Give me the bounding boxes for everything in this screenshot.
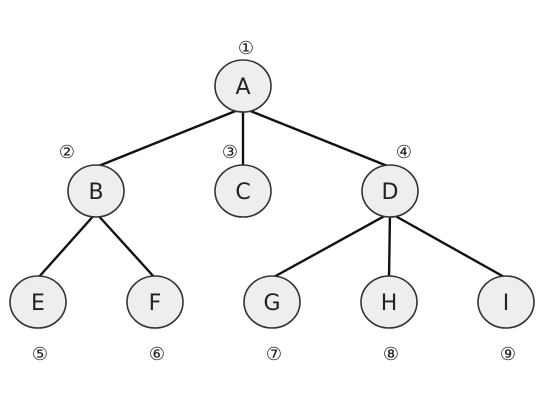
node-label: D	[382, 180, 399, 205]
node-circle	[126, 275, 184, 329]
node-circle	[67, 164, 125, 218]
node-label: I	[503, 291, 510, 316]
order-label-i: ⑨	[500, 344, 516, 365]
order-label-d: ④	[396, 142, 412, 163]
order-label-b: ②	[59, 142, 75, 163]
tree-edges	[37, 106, 507, 280]
node-d: D	[361, 164, 419, 218]
edge-b-e	[37, 212, 97, 279]
node-label: E	[31, 291, 45, 316]
node-a: A	[214, 59, 272, 113]
node-circle	[214, 164, 272, 218]
node-circle	[214, 59, 272, 113]
node-b: B	[67, 164, 125, 218]
node-c: C	[214, 164, 272, 218]
node-f: F	[126, 275, 184, 329]
node-circle	[361, 164, 419, 218]
order-label-e: ⑤	[32, 344, 48, 365]
edge-b-f	[95, 212, 156, 279]
edge-a-b	[95, 106, 244, 169]
node-i: I	[477, 275, 535, 329]
node-circle	[9, 275, 67, 329]
edge-d-g	[271, 211, 391, 280]
node-label: H	[381, 291, 398, 316]
edge-a-d	[242, 106, 391, 169]
node-label: F	[149, 291, 162, 316]
node-label: A	[235, 75, 250, 100]
order-label-a: ①	[238, 38, 254, 59]
node-label: G	[263, 291, 280, 316]
order-label-g: ⑦	[266, 344, 282, 365]
edge-d-i	[389, 211, 507, 280]
node-circle	[360, 275, 418, 329]
order-label-f: ⑥	[149, 344, 165, 365]
order-labels: ① ② ③ ④ ⑤ ⑥ ⑦ ⑧ ⑨	[32, 38, 516, 365]
order-label-c: ③	[222, 142, 238, 163]
edge-d-h	[387, 212, 392, 279]
node-g: G	[243, 275, 301, 329]
node-e: E	[9, 275, 67, 329]
tree-nodes: A B C D E F G H I	[9, 59, 535, 329]
node-h: H	[360, 275, 418, 329]
order-label-h: ⑧	[383, 344, 399, 365]
node-label: B	[88, 180, 103, 205]
node-circle	[243, 275, 301, 329]
node-circle	[477, 275, 535, 329]
node-label: C	[235, 180, 250, 205]
